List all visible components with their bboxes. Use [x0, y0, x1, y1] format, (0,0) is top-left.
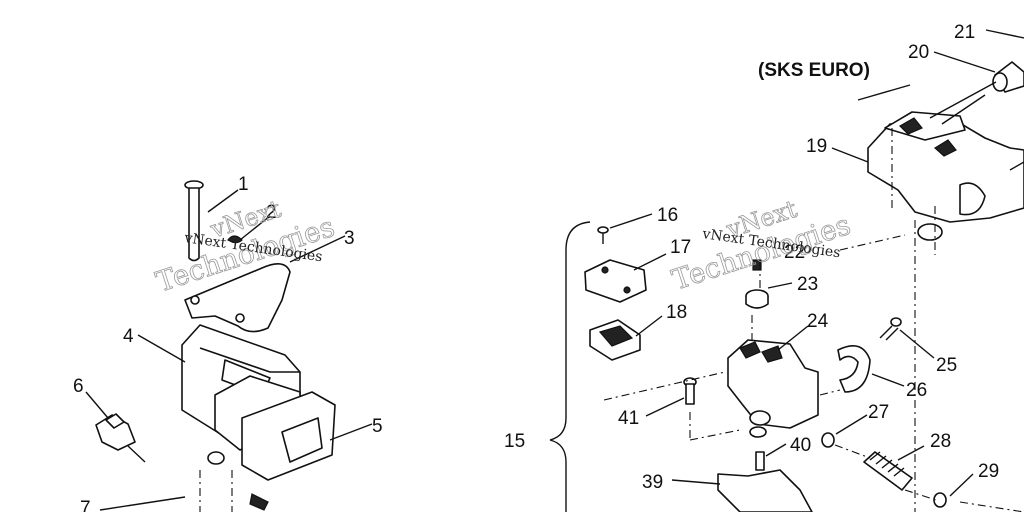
- watermark-right: vNext Technologies vNext Technologies: [668, 194, 855, 297]
- callout-40: 40: [790, 435, 811, 456]
- right-assembly: [549, 29, 1024, 512]
- callout-2: 2: [266, 202, 277, 223]
- callout-19: 19: [806, 136, 827, 157]
- part-clip-small: [95, 413, 146, 463]
- part-cylinder-24: [727, 339, 819, 438]
- callout-20: 20: [908, 42, 929, 63]
- callout-39: 39: [642, 472, 663, 493]
- callout-4: 4: [123, 326, 134, 347]
- callout-28: 28: [930, 431, 951, 452]
- callout-21: 21: [954, 22, 975, 43]
- callout-29: 29: [978, 461, 999, 482]
- part-washer-29: [933, 492, 947, 508]
- part-bushing-23: [745, 289, 769, 309]
- callout-41: 41: [618, 408, 639, 429]
- part-bracket: [184, 263, 291, 333]
- callout-18: 18: [666, 302, 687, 323]
- group-bracket: [549, 221, 591, 512]
- callout-17: 17: [670, 237, 691, 258]
- callout-23: 23: [797, 274, 818, 295]
- part-cover: [241, 391, 336, 481]
- callout-15: 15: [504, 431, 525, 452]
- callout-7: 7: [80, 498, 91, 512]
- part-diaphragm-18: [589, 319, 641, 361]
- callout-6: 6: [73, 376, 84, 397]
- part-washer-27: [821, 432, 835, 448]
- left-assembly: [85, 180, 373, 512]
- part-clip: [227, 235, 243, 244]
- part-lever-39: [717, 469, 813, 512]
- part-screw-25: [879, 317, 902, 341]
- part-bolt-41: [683, 377, 697, 405]
- part-screw-16: [597, 226, 609, 244]
- callout-27: 27: [868, 402, 889, 423]
- part-cap-17: [584, 259, 647, 303]
- callout-1: 1: [238, 174, 249, 195]
- callout-3: 3: [344, 228, 355, 249]
- part-bolt: [184, 180, 204, 262]
- part-master-cylinder-19: [867, 111, 1024, 241]
- callout-24: 24: [807, 311, 829, 332]
- callout-5: 5: [372, 416, 383, 437]
- part-fitting-20: [992, 61, 1024, 93]
- callout-26: 26: [906, 380, 927, 401]
- callout-22: 22: [784, 242, 805, 263]
- heading-label: (SKS EURO): [758, 60, 870, 81]
- callout-16: 16: [657, 205, 678, 226]
- callout-25: 25: [936, 355, 957, 376]
- part-clamp-26: [837, 344, 871, 393]
- part-spring-28: [863, 451, 913, 491]
